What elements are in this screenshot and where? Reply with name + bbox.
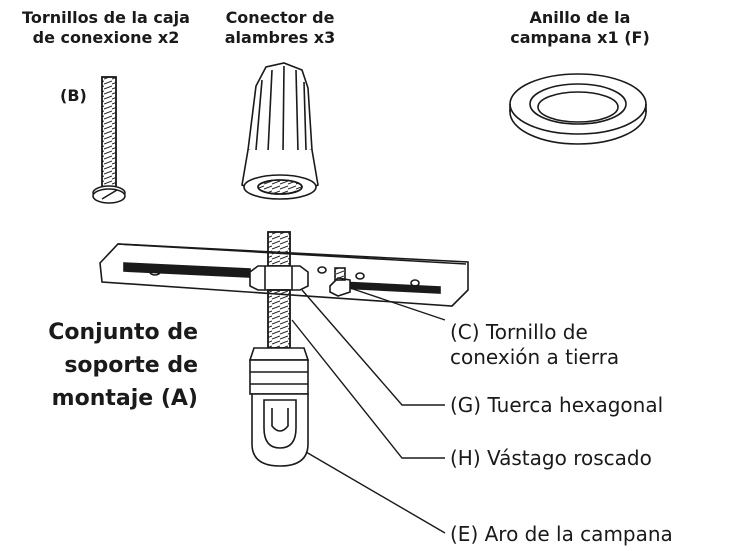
ground-screw-callout-line1: (C) Tornillo de <box>450 320 588 344</box>
canopy-ring-title-line1: Anillo de la <box>529 8 631 27</box>
ground-screw-callout: (C) Tornillo de conexión a tierra <box>450 320 619 370</box>
mounting-assembly-title-line1: Conjunto de <box>48 320 198 345</box>
canopy-loop-callout: (E) Aro de la campana <box>450 522 673 546</box>
mounting-assembly-title-line3: montaje (A) <box>51 386 198 411</box>
junction-box-screw-tag: (B) <box>60 86 87 105</box>
canopy-ring-title-line2: campana x1 (F) <box>510 28 650 47</box>
canopy-ring-title: Anillo de la campana x1 (F) <box>490 8 670 48</box>
junction-box-screw-icon <box>92 76 126 204</box>
mounting-bracket-assembly-icon <box>99 231 469 467</box>
wire-connector-icon <box>241 62 319 200</box>
threaded-rod-callout: (H) Vástago roscado <box>450 446 652 470</box>
ground-screw-callout-line2: conexión a tierra <box>450 345 620 369</box>
wire-connector-title-line1: Conector de <box>225 8 335 27</box>
canopy-ring-icon <box>509 73 647 145</box>
wire-connector-title: Conector de alambres x3 <box>196 8 364 48</box>
junction-box-screws-title: Tornillos de la caja de conexione x2 <box>0 8 212 48</box>
hex-nut-callout: (G) Tuerca hexagonal <box>450 393 664 417</box>
mounting-assembly-title: Conjunto de soporte de montaje (A) <box>20 316 198 415</box>
mounting-assembly-title-line2: soporte de <box>64 353 198 378</box>
wire-connector-title-line2: alambres x3 <box>224 28 336 47</box>
junction-box-screws-title-line1: Tornillos de la caja <box>22 8 190 27</box>
leader-lines <box>291 287 446 534</box>
junction-box-screws-title-line2: de conexione x2 <box>32 28 180 47</box>
